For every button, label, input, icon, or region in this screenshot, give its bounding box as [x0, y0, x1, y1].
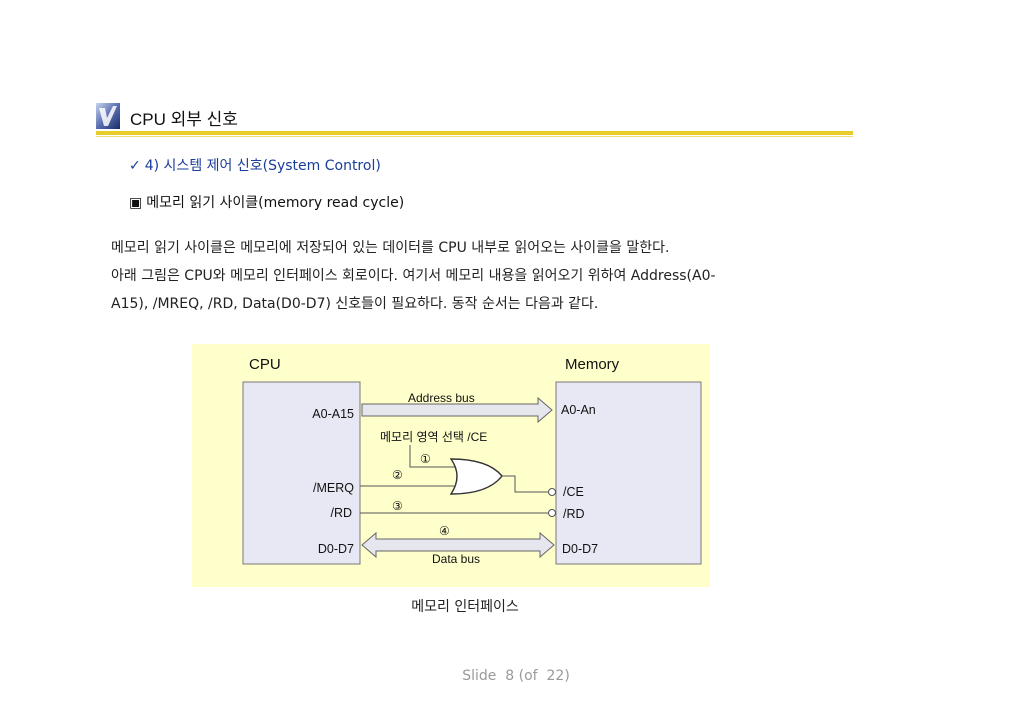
title-underline [96, 131, 853, 135]
memory-select-label: 메모리 영역 선택 /CE [380, 430, 487, 444]
cpu-pin-rd: /RD [330, 506, 352, 520]
step-2-marker: ② [392, 468, 403, 482]
cpu-label: CPU [249, 356, 281, 373]
address-decode-line [409, 445, 456, 468]
diagram-caption: 메모리 인터페이스 [411, 599, 519, 615]
cpu-block [242, 381, 361, 565]
section-heading-text: 메모리 읽기 사이클(memory read cycle) [146, 195, 405, 211]
data-bus-label: Data bus [432, 552, 480, 566]
ce-inverter-bubble [548, 488, 556, 496]
checkmark-icon: ✓ [129, 158, 141, 174]
body-paragraph: 메모리 읽기 사이클은 메모리에 저장되어 있는 데이터를 CPU 내부로 읽어… [111, 234, 851, 318]
subheading-text: 4) 시스템 제어 신호(System Control) [144, 158, 381, 174]
title-logo-icon [96, 103, 120, 129]
memory-block [555, 381, 702, 565]
slide-counter: Slide 8 (of 22) [462, 668, 570, 684]
ce-line [502, 475, 549, 493]
memory-pin-data: D0-D7 [562, 542, 598, 556]
memory-pin-ce: /CE [563, 485, 584, 499]
memory-label: Memory [565, 356, 620, 373]
data-bus-arrow [361, 531, 555, 559]
memory-pin-rd: /RD [563, 507, 585, 521]
section-heading: ▣메모리 읽기 사이클(memory read cycle) [129, 192, 404, 212]
body-line: 메모리 읽기 사이클은 메모리에 저장되어 있는 데이터를 CPU 내부로 읽어… [111, 240, 670, 256]
cpu-pin-mreq: /MERQ [313, 481, 354, 495]
step-3-marker: ③ [392, 499, 403, 513]
square-bullet-icon: ▣ [129, 195, 143, 211]
step-1-marker: ① [420, 452, 431, 466]
cpu-pin-address: A0-A15 [312, 407, 354, 421]
rd-inverter-bubble [548, 509, 556, 517]
step-4-marker: ④ [439, 524, 450, 538]
or-gate [449, 458, 503, 495]
subheading: ✓4) 시스템 제어 신호(System Control) [129, 155, 381, 175]
title-underline-thin [96, 136, 853, 137]
memory-pin-address: A0-An [561, 403, 596, 417]
cpu-pin-data: D0-D7 [318, 542, 354, 556]
address-bus-arrow [361, 396, 553, 424]
page-title: CPU 외부 신호 [130, 110, 238, 129]
body-line: A15), /MREQ, /RD, Data(D0-D7) 신호들이 필요하다.… [111, 296, 599, 312]
body-line: 아래 그림은 CPU와 메모리 인터페이스 회로이다. 여기서 메모리 내용을 … [111, 268, 716, 284]
address-bus-label: Address bus [408, 391, 475, 405]
